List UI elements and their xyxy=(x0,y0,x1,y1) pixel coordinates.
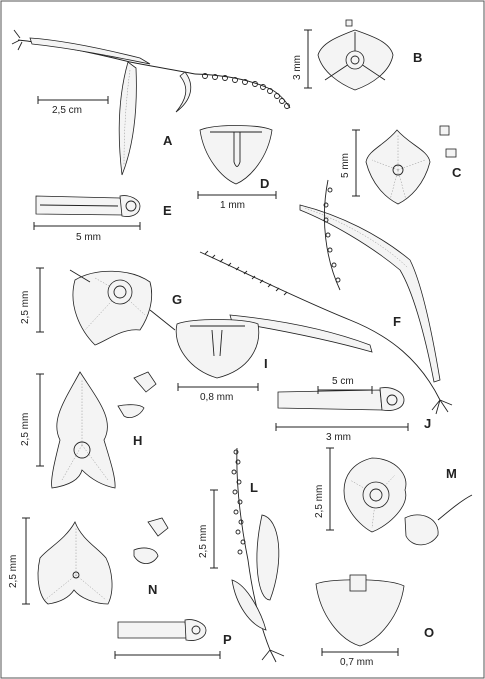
scale-bar-i xyxy=(177,383,259,391)
scale-bar-o xyxy=(321,648,399,656)
figure-n-perianth xyxy=(37,517,169,605)
scale-label-i: 0,8 mm xyxy=(200,392,234,403)
figure-i-lip xyxy=(175,319,260,379)
panel-label-i: I xyxy=(264,356,268,371)
scale-label-b: 3 mm xyxy=(292,55,303,80)
panel-label-h: H xyxy=(133,433,143,448)
scale-bar-j xyxy=(275,423,409,431)
scale-bar-l xyxy=(210,489,218,569)
figure-e-column xyxy=(35,195,141,217)
panel-label-f: F xyxy=(393,314,401,329)
scale-label-c: 5 mm xyxy=(340,153,351,178)
figure-d-lip xyxy=(199,125,273,185)
panel-label-a: A xyxy=(163,133,173,148)
scale-bar-d xyxy=(197,191,277,199)
scale-label-o: 0,7 mm xyxy=(340,657,374,668)
scale-label-h: 2,5 mm xyxy=(20,412,31,446)
scale-bar-a xyxy=(37,96,109,104)
figure-o-lip xyxy=(315,574,405,647)
panel-label-m: M xyxy=(446,466,457,481)
panel-label-g: G xyxy=(172,292,183,307)
figure-a-plant xyxy=(11,29,291,176)
scale-label-e: 5 mm xyxy=(76,232,101,243)
figure-h-perianth xyxy=(51,371,157,489)
scale-bar-m xyxy=(326,447,334,531)
scale-label-d: 1 mm xyxy=(220,200,245,211)
scale-bars xyxy=(22,29,409,659)
scale-bar-f xyxy=(317,386,373,394)
panel-label-e: E xyxy=(163,203,172,218)
scale-label-j: 3 mm xyxy=(326,432,351,443)
figure-p-column xyxy=(117,619,207,641)
scale-bar-h xyxy=(36,373,44,467)
scale-label-m: 2,5 mm xyxy=(314,484,325,518)
scale-bar-b xyxy=(304,29,312,89)
figure-b-flower xyxy=(317,19,394,91)
scale-bar-e xyxy=(33,222,141,230)
panel-label-l: L xyxy=(250,480,258,495)
scale-label-a: 2,5 cm xyxy=(52,105,83,116)
panel-label-j: J xyxy=(424,416,432,431)
figure-f-plant xyxy=(199,179,453,415)
scale-label-f: 5 cm xyxy=(332,376,354,387)
figure-g-flower xyxy=(69,269,176,346)
figure-m-flower xyxy=(343,457,473,546)
panel-label-b: B xyxy=(413,50,423,65)
panel-label-d: D xyxy=(260,176,270,191)
figure-l-plant xyxy=(231,447,285,663)
panel-label-n: N xyxy=(148,582,158,597)
scale-label-n: 2,5 mm xyxy=(8,554,19,588)
scale-label-l: 2,5 mm xyxy=(198,524,209,558)
panel-label-o: O xyxy=(424,625,435,640)
figure-c-perianth xyxy=(365,125,457,205)
panel-label-p: P xyxy=(223,632,232,647)
scale-label-g: 2,5 mm xyxy=(20,290,31,324)
scale-bar-n xyxy=(22,517,30,605)
panel-label-c: C xyxy=(452,165,462,180)
scale-bar-g xyxy=(36,267,44,333)
scale-bar-c xyxy=(352,129,360,197)
figure-j-column xyxy=(277,387,405,411)
scale-bar-p xyxy=(114,651,221,659)
